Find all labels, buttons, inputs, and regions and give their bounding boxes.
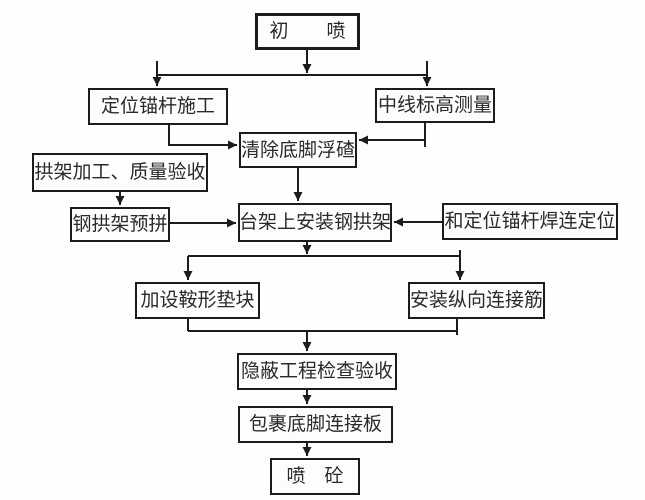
node-initial-spray: 初 喷 — [255, 13, 360, 50]
node-weld-positioning-label: 和定位锚杆焊连定位 — [444, 211, 616, 232]
node-clear-debris: 清除底脚浮碴 — [239, 132, 357, 168]
node-initial-spray-label: 初 喷 — [269, 21, 346, 42]
node-install-arch-label: 台架上安装钢拱架 — [239, 212, 392, 233]
node-centerline-survey-label: 中线标高测量 — [377, 95, 492, 116]
edge-anchorbolt-cleardebris — [168, 125, 237, 150]
node-anchor-bolt: 定位锚杆施工 — [88, 88, 228, 125]
node-arch-fabrication: 拱架加工、质量验收 — [32, 153, 208, 192]
node-centerline-survey: 中线标高测量 — [375, 88, 495, 123]
node-longitudinal-bars: 安装纵向连接筋 — [408, 282, 545, 319]
node-arch-preassembly-label: 钢拱架预拼 — [72, 214, 168, 235]
node-shotcrete: 喷 砼 — [270, 458, 360, 495]
node-saddle-blocks-label: 加设鞍形垫块 — [140, 290, 255, 311]
node-weld-positioning: 和定位锚杆焊连定位 — [442, 203, 618, 240]
node-saddle-blocks: 加设鞍形垫块 — [135, 282, 260, 319]
node-hidden-inspection: 隐蔽工程检查验收 — [237, 353, 397, 390]
node-install-arch: 台架上安装钢拱架 — [238, 203, 392, 242]
node-wrap-baseplate-label: 包裹底脚连接板 — [248, 414, 382, 435]
node-wrap-baseplate: 包裹底脚连接板 — [238, 406, 393, 443]
node-hidden-inspection-label: 隐蔽工程检查验收 — [240, 361, 393, 382]
node-longitudinal-bars-label: 安装纵向连接筋 — [410, 290, 544, 311]
node-arch-fabrication-label: 拱架加工、质量验收 — [34, 162, 206, 183]
node-anchor-bolt-label: 定位锚杆施工 — [100, 96, 215, 117]
node-clear-debris-label: 清除底脚浮碴 — [241, 139, 356, 161]
node-arch-preassembly: 钢拱架预拼 — [70, 207, 170, 242]
node-shotcrete-label: 喷 砼 — [286, 466, 344, 487]
